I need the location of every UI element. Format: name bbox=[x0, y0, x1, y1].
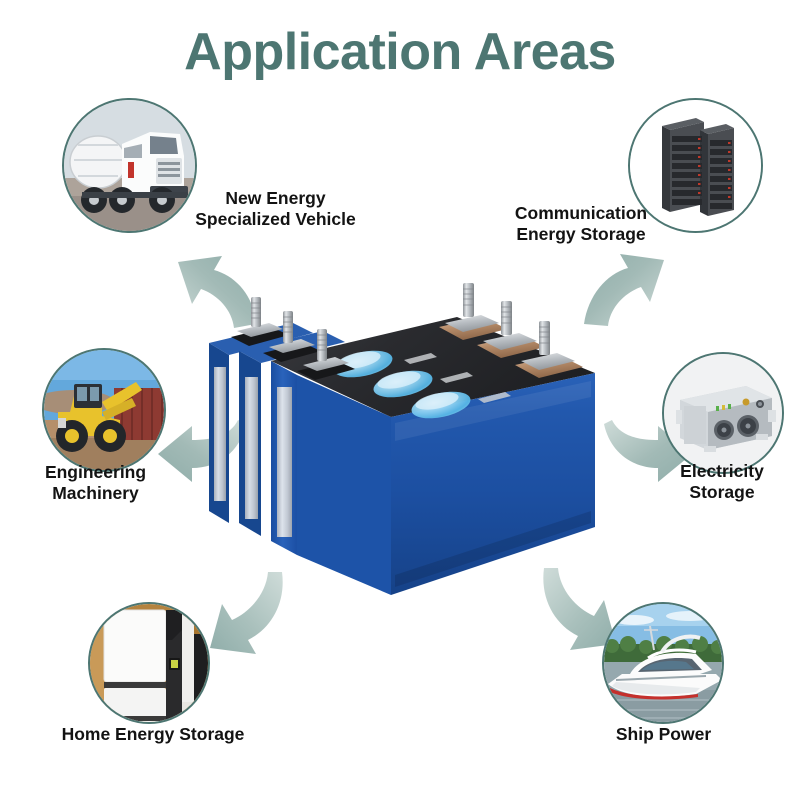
battery-cell-rear bbox=[209, 323, 313, 523]
photo-new-energy-specialized-vehicle[interactable] bbox=[62, 98, 197, 233]
arrow-to-ship-power bbox=[543, 568, 616, 650]
label-electricity-storage: Electricity Storage bbox=[680, 461, 764, 503]
arrow-to-new-energy-specialized-vehicle bbox=[178, 256, 256, 328]
photo-engineering-machinery[interactable] bbox=[42, 348, 166, 472]
battery-terminal-rear-left bbox=[231, 297, 289, 346]
prismatic-lithium-battery-cells bbox=[195, 265, 610, 605]
label-ship-power: Ship Power bbox=[615, 724, 712, 744]
photo-home-energy-storage[interactable] bbox=[88, 602, 210, 724]
speedboat-photo bbox=[604, 604, 722, 722]
concrete-mixer-truck-photo bbox=[64, 100, 195, 231]
battery-terminal-rear-right bbox=[439, 283, 507, 340]
photo-ship-power[interactable] bbox=[602, 602, 724, 724]
photo-electricity-storage[interactable] bbox=[662, 352, 784, 474]
arrow-to-communication-energy-storage bbox=[584, 254, 664, 326]
wheel-loader-photo bbox=[44, 350, 164, 470]
battery-cell-front bbox=[271, 317, 595, 595]
label-communication-energy-storage: Communication Energy Storage bbox=[514, 203, 648, 245]
arrow-to-home-energy-storage bbox=[210, 572, 283, 654]
battery-top-markings bbox=[404, 353, 511, 403]
label-new-energy-specialized-vehicle: New Energy Specialized Vehicle bbox=[195, 188, 356, 230]
battery-terminal-front-left bbox=[297, 329, 355, 380]
battery-terminal-middle-right bbox=[477, 301, 545, 358]
label-engineering-machinery: Engineering Machinery bbox=[44, 462, 147, 504]
battery-terminal-middle-left bbox=[263, 311, 321, 362]
battery-terminal-front-right bbox=[515, 321, 583, 378]
photo-communication-energy-storage[interactable] bbox=[628, 98, 763, 233]
home-battery-wall-unit-photo bbox=[90, 604, 208, 722]
page-title: Application Areas bbox=[184, 23, 616, 81]
arrow-to-electricity-storage bbox=[604, 420, 692, 482]
server-rack-cabinets-photo bbox=[630, 100, 761, 231]
label-home-energy-storage: Home Energy Storage bbox=[61, 724, 245, 744]
power-supply-unit-photo bbox=[664, 354, 782, 472]
